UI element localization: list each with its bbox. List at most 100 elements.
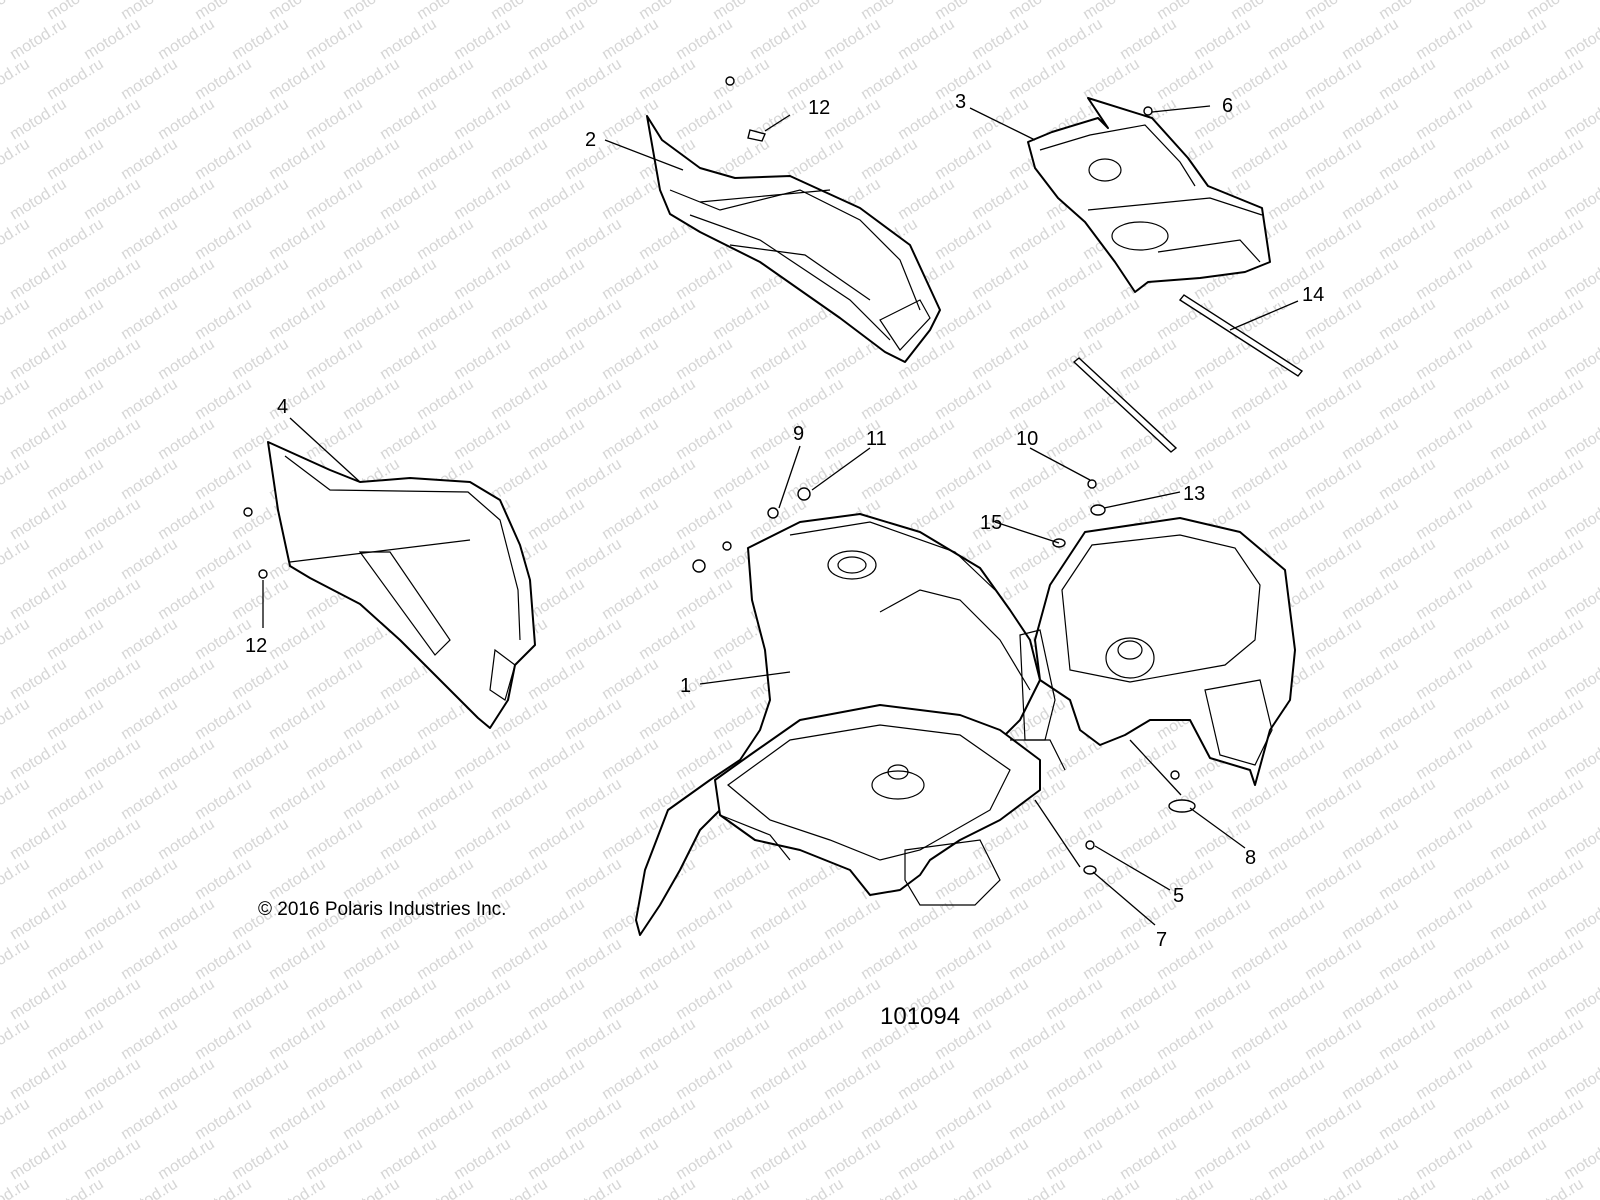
watermark-text: motod.ru [562, 296, 625, 344]
watermark-text: motod.ru [414, 376, 477, 424]
watermark-text: motod.ru [1191, 416, 1254, 464]
callout-2: 2 [585, 129, 596, 151]
watermark-text: motod.ru [858, 376, 921, 424]
watermark-text: motod.ru [525, 496, 588, 544]
watermark-text: motod.ru [525, 656, 588, 704]
watermark-text: motod.ru [1487, 1136, 1550, 1184]
watermark-text: motod.ru [858, 136, 921, 184]
watermark-text: motod.ru [451, 1056, 514, 1104]
watermark-text: motod.ru [81, 1136, 144, 1184]
watermark-text: motod.ru [1080, 1016, 1143, 1064]
watermark-text: motod.ru [1006, 56, 1069, 104]
watermark-text: motod.ru [81, 816, 144, 864]
watermark-text: motod.ru [1043, 256, 1106, 304]
watermark-text: motod.ru [266, 1176, 329, 1200]
drawing-number: 101094 [880, 1003, 960, 1030]
watermark-text: motod.ru [1524, 696, 1587, 744]
watermark-text: motod.ru [1302, 1176, 1365, 1200]
watermark-text: motod.ru [118, 136, 181, 184]
watermark-text: motod.ru [1524, 56, 1587, 104]
watermark-text: motod.ru [636, 56, 699, 104]
watermark-text: motod.ru [1228, 56, 1291, 104]
watermark-text: motod.ru [1117, 336, 1180, 384]
watermark-text: motod.ru [673, 1136, 736, 1184]
watermark-text: motod.ru [229, 96, 292, 144]
watermark-text: motod.ru [1561, 816, 1600, 864]
watermark-text: motod.ru [44, 1176, 107, 1200]
watermark-text: motod.ru [1524, 1096, 1587, 1144]
watermark-text: motod.ru [118, 776, 181, 824]
watermark-text: motod.ru [340, 1016, 403, 1064]
watermark-text: motod.ru [1561, 176, 1600, 224]
watermark-text: motod.ru [673, 1056, 736, 1104]
copyright-notice: © 2016 Polaris Industries Inc. [258, 899, 506, 920]
watermark-text: motod.ru [7, 336, 70, 384]
watermark-text: motod.ru [1339, 896, 1402, 944]
watermark-text: motod.ru [673, 256, 736, 304]
watermark-text: motod.ru [488, 216, 551, 264]
watermark-text: motod.ru [636, 936, 699, 984]
watermark-text: motod.ru [1561, 96, 1600, 144]
watermark-text: motod.ru [1191, 1056, 1254, 1104]
watermark-text: motod.ru [1228, 776, 1291, 824]
watermark-text: motod.ru [488, 136, 551, 184]
watermark-text: motod.ru [266, 296, 329, 344]
watermark-text: motod.ru [155, 416, 218, 464]
watermark-text: motod.ru [525, 896, 588, 944]
watermark-text: motod.ru [192, 56, 255, 104]
callout-labels: 1 2 3 4 5 6 7 8 9 10 11 12 12 13 14 15 [245, 91, 1324, 951]
watermark-text: motod.ru [1450, 216, 1513, 264]
watermark-text: motod.ru [673, 896, 736, 944]
watermark-text: motod.ru [895, 1136, 958, 1184]
watermark-text: motod.ru [1339, 96, 1402, 144]
watermark-text: motod.ru [1487, 1056, 1550, 1104]
watermark-text: motod.ru [0, 856, 33, 904]
watermark-text: motod.ru [1450, 1016, 1513, 1064]
callout-10: 10 [1016, 428, 1038, 450]
watermark-text: motod.ru [1339, 16, 1402, 64]
watermark-text: motod.ru [1561, 416, 1600, 464]
part-3-rear-cover [1027, 97, 1271, 293]
watermark-text: motod.ru [377, 1136, 440, 1184]
watermark-text: motod.ru [1191, 976, 1254, 1024]
watermark-text: motod.ru [710, 1176, 773, 1200]
watermark-text: motod.ru [1006, 856, 1069, 904]
watermark-text: motod.ru [1413, 576, 1476, 624]
watermark-text: motod.ru [229, 976, 292, 1024]
watermark-text: motod.ru [303, 1056, 366, 1104]
watermark-text: motod.ru [1376, 216, 1439, 264]
watermark-text: motod.ru [377, 816, 440, 864]
watermark-text: motod.ru [969, 176, 1032, 224]
watermark-text: motod.ru [1154, 56, 1217, 104]
watermark-text: motod.ru [118, 936, 181, 984]
watermark-text: motod.ru [266, 776, 329, 824]
watermark-text: motod.ru [414, 296, 477, 344]
watermark-text: motod.ru [0, 536, 33, 584]
watermark-text: motod.ru [1043, 16, 1106, 64]
part-1-front-fender [635, 513, 1066, 936]
callout-7: 7 [1156, 929, 1167, 951]
watermark-text: motod.ru [1524, 1016, 1587, 1064]
watermark-text: motod.ru [821, 896, 884, 944]
watermark-text: motod.ru [0, 1016, 33, 1064]
watermark-text: motod.ru [1450, 376, 1513, 424]
watermark-text: motod.ru [1117, 16, 1180, 64]
callout-9: 9 [793, 423, 804, 445]
watermark-text: motod.ru [0, 296, 33, 344]
watermark-text: motod.ru [1376, 1016, 1439, 1064]
watermark-text: motod.ru [932, 216, 995, 264]
watermark-text: motod.ru [1487, 496, 1550, 544]
watermark-text: motod.ru [340, 296, 403, 344]
watermark-text: motod.ru [451, 1136, 514, 1184]
watermark-text: motod.ru [1080, 776, 1143, 824]
watermark-text: motod.ru [1376, 56, 1439, 104]
watermark-text: motod.ru [451, 176, 514, 224]
watermark-text: motod.ru [81, 176, 144, 224]
watermark-text: motod.ru [1487, 736, 1550, 784]
watermark-text: motod.ru [1450, 696, 1513, 744]
watermark-text: motod.ru [1450, 56, 1513, 104]
watermark-text: motod.ru [488, 856, 551, 904]
watermark-text: motod.ru [7, 736, 70, 784]
watermark-text: motod.ru [1265, 1136, 1328, 1184]
watermark-text: motod.ru [1339, 816, 1402, 864]
